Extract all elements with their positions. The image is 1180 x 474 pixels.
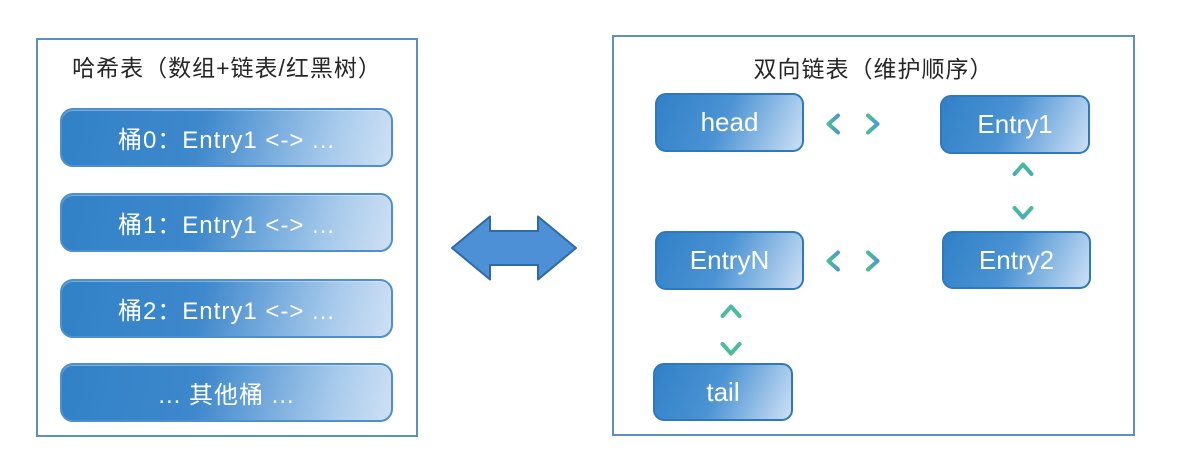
double-arrow-vertical-icon (1012, 162, 1034, 220)
node-label: EntryN (689, 245, 770, 275)
node-entry2: Entry2 (942, 231, 1091, 289)
node-entry1: Entry1 (940, 95, 1090, 154)
node-tail: tail (653, 363, 793, 421)
bucket-label: 桶2：Entry1 <-> ... (117, 298, 336, 325)
hash-table-panel: 哈希表（数组+链表/红黑树） 桶0：Entry1 <-> ... 桶1：Entr… (36, 38, 418, 437)
linked-list-title: 双向链表（维护顺序） (753, 56, 994, 82)
hash-table-title: 哈希表（数组+链表/红黑树） (72, 55, 382, 81)
bucket-label: ... 其他桶 ... (158, 382, 295, 409)
bucket-row-1: 桶1：Entry1 <-> ... (60, 193, 393, 252)
bucket-label: 桶1：Entry1 <-> ... (117, 212, 336, 239)
node-entryn: EntryN (655, 231, 804, 290)
node-label: Entry1 (977, 109, 1053, 139)
bidirectional-arrow-icon (451, 215, 577, 281)
node-label: Entry2 (978, 244, 1055, 275)
linked-list-panel: 双向链表（维护顺序） head Entry1 EntryN Entry2 tai… (612, 35, 1135, 436)
node-label: head (700, 107, 759, 137)
double-arrow-horizontal-icon (826, 113, 880, 135)
node-label: tail (706, 376, 740, 407)
double-arrow-vertical-icon (720, 304, 742, 356)
node-head: head (655, 93, 804, 152)
bucket-row-2: 桶2：Entry1 <-> ... (60, 279, 393, 338)
bucket-row-other: ... 其他桶 ... (60, 363, 393, 422)
bucket-label: 桶0：Entry1 <-> ... (117, 127, 336, 154)
bucket-row-0: 桶0：Entry1 <-> ... (60, 108, 393, 167)
double-arrow-horizontal-icon (826, 250, 880, 272)
